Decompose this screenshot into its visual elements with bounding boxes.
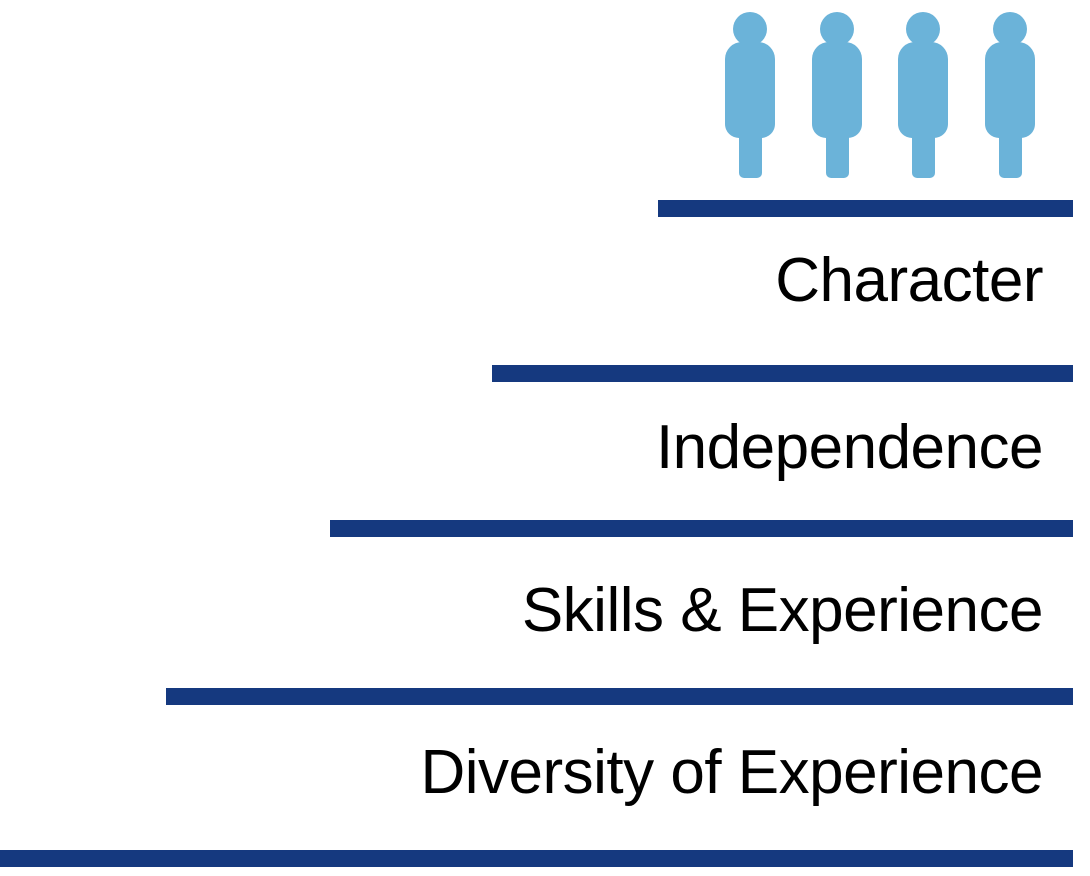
person-icon-head: [992, 12, 1027, 46]
person-icon: [895, 12, 951, 178]
step-bar-diversity-of-experience: [166, 688, 1073, 705]
step-label-diversity-of-experience: Diversity of Experience: [420, 738, 1043, 807]
person-icon: [809, 12, 865, 178]
step-bar-character: [658, 200, 1073, 217]
people-icon-group: [722, 12, 1038, 180]
step-label-character: Character: [775, 246, 1043, 315]
person-icon-head: [733, 12, 767, 46]
person-icon-head: [819, 12, 854, 46]
person-icon-legs: [739, 122, 762, 178]
person-icon-head: [906, 12, 941, 46]
step-bar-independence: [492, 365, 1073, 382]
person-icon-legs: [912, 122, 936, 178]
step-bar-skills-experience: [330, 520, 1073, 537]
person-icon: [722, 12, 778, 178]
step-bar-baseline: [0, 850, 1073, 867]
person-icon-legs: [998, 122, 1022, 178]
person-icon: [982, 12, 1038, 178]
step-label-skills-experience: Skills & Experience: [521, 576, 1044, 645]
person-icon-legs: [825, 122, 849, 178]
step-label-independence: Independence: [655, 413, 1044, 482]
